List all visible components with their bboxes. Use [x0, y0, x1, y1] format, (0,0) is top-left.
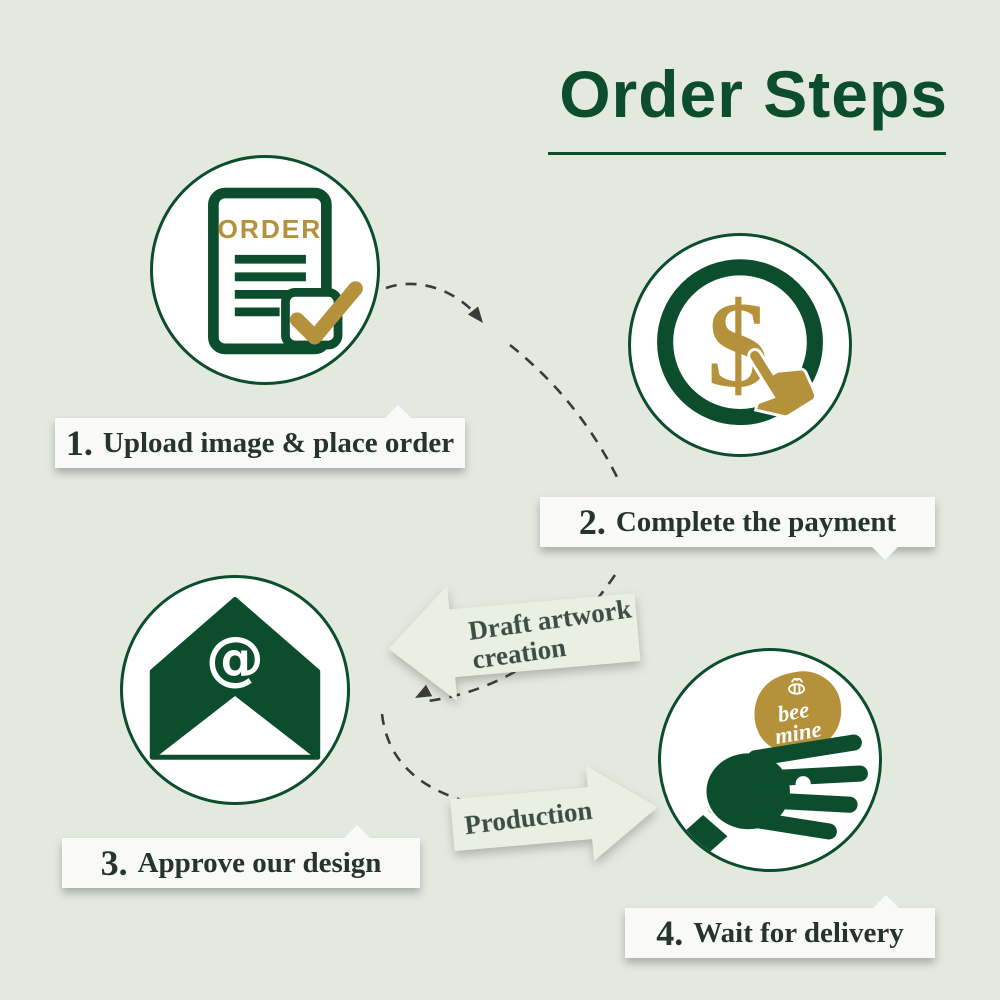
- seal-text-line1: bee: [776, 697, 811, 727]
- envelope-flap: [149, 596, 321, 760]
- dashed-arrowhead-step2-to-step3: [415, 684, 433, 698]
- step3-number: 3.: [100, 843, 128, 883]
- wax-seal: [754, 671, 842, 753]
- step1-icon-circle: ORDER: [150, 155, 380, 385]
- order-text: ORDER: [218, 214, 323, 244]
- step1-number: 1.: [65, 423, 93, 463]
- step2-label: 2. Complete the payment: [540, 497, 935, 560]
- step1-label: 1. Upload image & place order: [55, 405, 465, 468]
- step2-number: 2.: [578, 502, 606, 542]
- checkmark-icon: [289, 281, 363, 345]
- left-arrow-shape: [388, 585, 641, 702]
- envelope-body: [149, 690, 321, 760]
- draft-artwork-banner: Draft artwork creation: [374, 557, 650, 720]
- right-arrow-shape: [450, 765, 658, 861]
- payment-click-icon: $: [657, 259, 823, 426]
- dashed-arrow-into-step2: [509, 343, 622, 484]
- order-document-icon: ORDER: [208, 187, 363, 355]
- step2-text: Complete the payment: [615, 505, 897, 538]
- dashed-arrowhead-step1-to-step2: [467, 306, 483, 323]
- label-tab: [385, 405, 411, 418]
- label-tab: [873, 895, 899, 908]
- dashed-arrow-step1-to-step2: [385, 282, 480, 318]
- step4-text: Wait for delivery: [693, 916, 904, 949]
- click-hand-icon: [747, 348, 818, 419]
- step3-icon-circle: @: [120, 575, 350, 805]
- step2-icon-circle: $: [628, 233, 852, 457]
- step1-text: Upload image & place order: [102, 426, 455, 459]
- step4-icon-circle: bee mine: [658, 648, 882, 872]
- bee-icon: [788, 677, 806, 695]
- label-tab: [872, 547, 898, 560]
- at-sign: @: [206, 624, 264, 692]
- title-underline: [548, 152, 946, 155]
- open-hand: [674, 734, 868, 864]
- production-banner: Production: [446, 751, 670, 881]
- wrist-gap: [700, 807, 736, 840]
- page-title: Order Steps: [559, 57, 948, 131]
- step3-label: 3. Approve our design: [62, 825, 420, 888]
- thumb-dot: [795, 776, 811, 792]
- label-tab: [344, 825, 370, 838]
- step4-label: 4. Wait for delivery: [625, 895, 935, 958]
- dollar-sign: $: [707, 276, 769, 413]
- step4-number: 4.: [656, 913, 684, 953]
- hand-wax-seal-icon: bee mine: [674, 671, 868, 864]
- step3-text: Approve our design: [137, 846, 382, 879]
- email-envelope-icon: @: [149, 596, 321, 760]
